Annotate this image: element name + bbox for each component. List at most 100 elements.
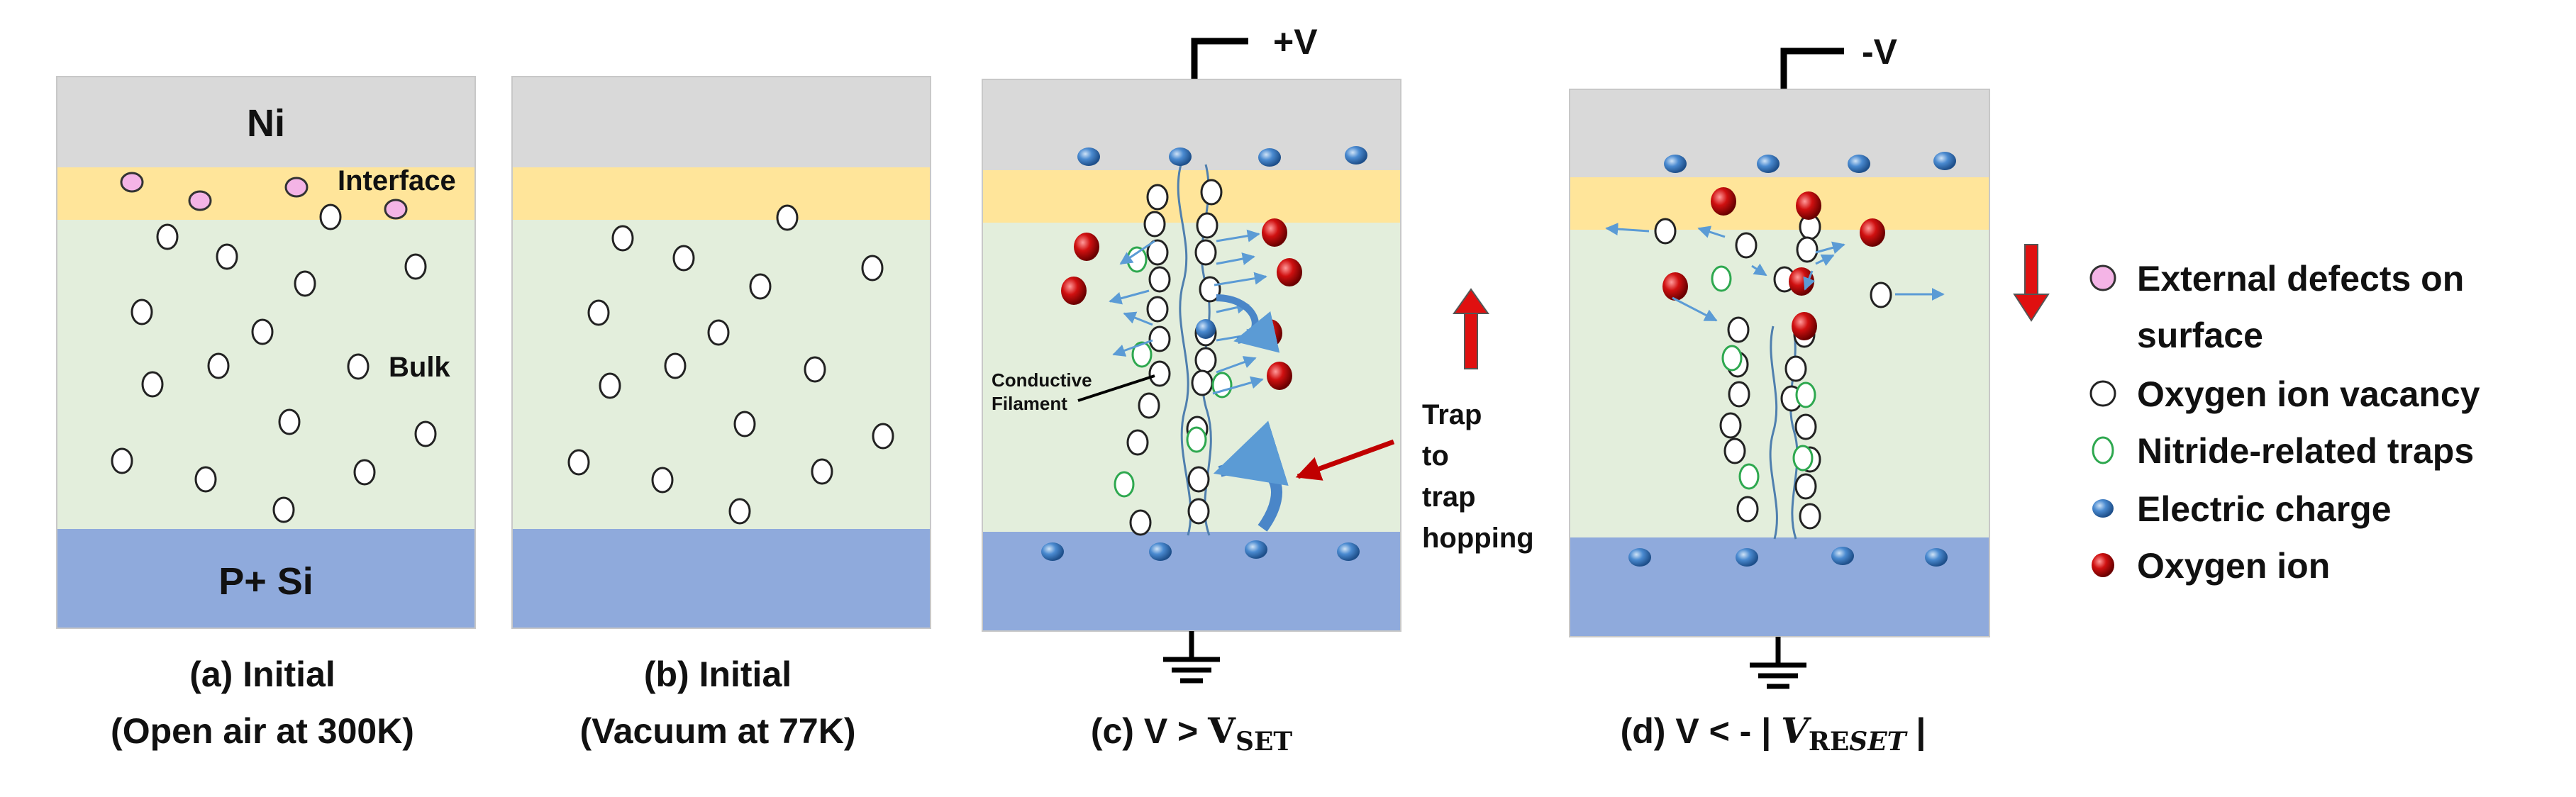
oxygen-vacancy: [319, 204, 342, 230]
nitride-trap: [1186, 426, 1207, 453]
electric-charge: [1337, 542, 1360, 561]
electric-charge: [1245, 540, 1267, 559]
legend-oxygen-ion: Oxygen ion: [2137, 546, 2330, 586]
si-substrate-b: [512, 529, 931, 628]
caption-a-line2: (Open air at 300K): [111, 711, 414, 751]
oxygen-vacancy: [1146, 296, 1169, 323]
curved-arrow-lower: [1213, 420, 1289, 532]
oxygen-vacancy: [278, 408, 301, 435]
oxygen-vacancy: [1784, 355, 1807, 382]
nitride-trap: [1131, 341, 1153, 368]
electric-charge: [1345, 146, 1367, 165]
field-arrow-down: [2013, 244, 2050, 322]
oxygen-vacancy: [294, 270, 316, 297]
bulk-layer-b: [512, 220, 931, 529]
hopping-label-1: Trap: [1422, 399, 1482, 430]
si-substrate: [57, 529, 475, 628]
oxygen-vacancy: [111, 447, 133, 474]
electric-charge: [1169, 147, 1192, 166]
oxygen-vacancy: [1199, 276, 1221, 303]
electric-charge: [1077, 147, 1100, 166]
electric-charge: [1628, 548, 1651, 567]
curved-arrow-upper: [1216, 294, 1280, 353]
electric-charge-icon: [2092, 499, 2114, 518]
external-defect-icon: [2089, 264, 2116, 291]
oxygen-vacancy: [1200, 179, 1223, 206]
oxygen-vacancy: [1194, 239, 1217, 266]
oxygen-vacancy: [1194, 347, 1217, 374]
external-defect: [120, 172, 144, 193]
filament-label-line2: Filament: [992, 393, 1067, 414]
oxygen-vacancy: [567, 449, 590, 476]
oxygen-vacancy: [1126, 429, 1149, 456]
oxygen-ion: [1267, 362, 1292, 390]
field-arrow-up: [1453, 288, 1489, 369]
oxygen-vacancy: [272, 496, 295, 523]
oxygen-vacancy: [141, 371, 164, 398]
oxygen-vacancy: [1146, 239, 1169, 266]
nitride-trap: [1126, 246, 1148, 273]
bias-label-d: -V: [1862, 32, 1898, 72]
oxygen-vacancy: [1143, 211, 1166, 238]
oxygen-vacancy: [1796, 236, 1819, 263]
filament-line-d1: [1769, 325, 1778, 540]
external-defect: [284, 177, 309, 198]
oxygen-vacancy: [156, 223, 179, 250]
electric-charge: [1933, 152, 1956, 170]
oxygen-vacancy: [251, 318, 274, 345]
oxygen-ion: [1257, 319, 1282, 347]
electric-charge: [1831, 547, 1854, 565]
oxygen-vacancy: [404, 253, 427, 280]
ground-symbol-d: [1750, 637, 1806, 689]
oxygen-vacancy: [1799, 503, 1821, 530]
oxygen-vacancy: [1735, 232, 1758, 259]
interface-label: Interface: [338, 165, 456, 196]
oxygen-vacancy: [611, 225, 634, 252]
oxygen-vacancy: [1794, 413, 1817, 440]
filament-label-line1: Conductive: [992, 369, 1092, 391]
filament-label-pointer: [1077, 374, 1155, 402]
oxygen-vacancy: [1736, 496, 1759, 523]
oxygen-vacancy: [707, 319, 730, 346]
external-defect: [384, 199, 408, 220]
oxygen-ion: [1074, 233, 1099, 261]
oxygen-ion: [1789, 267, 1814, 296]
legend-nitride-traps: Nitride-related traps: [2137, 431, 2474, 471]
oxygen-vacancy: [347, 353, 370, 380]
ni-electrode: [57, 77, 475, 167]
caption-d: (d) V < - | VRESET |: [1621, 710, 1926, 757]
panel-c: +V Conductive Filame: [982, 22, 1534, 757]
oxygen-ion: [1792, 312, 1817, 340]
nitride-trap: [1792, 445, 1814, 472]
legend: External defects on surface Oxygen ion v…: [2089, 259, 2480, 586]
bias-terminal-c: [1191, 38, 1248, 79]
bias-label-c: +V: [1273, 22, 1318, 62]
oxygen-vacancy: [587, 299, 610, 326]
nitride-trap-icon: [2092, 436, 2114, 464]
oxygen-ion-icon: [2092, 553, 2114, 577]
hopping-label-2: to: [1422, 440, 1449, 472]
caption-c: (c) V > VSET: [1091, 710, 1293, 757]
oxygen-vacancy: [353, 459, 376, 486]
ni-electrode-b: [512, 77, 931, 167]
oxygen-vacancy: [1870, 282, 1892, 308]
oxygen-vacancy: [1148, 266, 1171, 293]
nitride-trap: [1721, 345, 1743, 372]
oxygen-vacancy: [1148, 325, 1171, 352]
interface-layer-b: [512, 167, 931, 220]
oxygen-vacancy: [672, 245, 695, 272]
oxygen-vacancy: [1148, 360, 1171, 387]
nitride-trap: [1211, 372, 1233, 398]
nitride-trap: [1795, 381, 1816, 408]
oxygen-vacancy: [207, 352, 230, 379]
electric-charge: [1925, 548, 1948, 567]
ni-electrode-d: [1570, 89, 1989, 177]
oxygen-vacancy: [194, 466, 217, 493]
oxygen-vacancy: [664, 352, 687, 379]
top-electrode-label: Ni: [247, 102, 285, 145]
oxygen-vacancy: [1187, 498, 1210, 525]
external-defect: [188, 190, 212, 211]
oxygen-vacancy: [749, 273, 772, 300]
panel-a: Ni Interface Bulk P+ Si (a) Initial (Ope…: [56, 76, 476, 751]
